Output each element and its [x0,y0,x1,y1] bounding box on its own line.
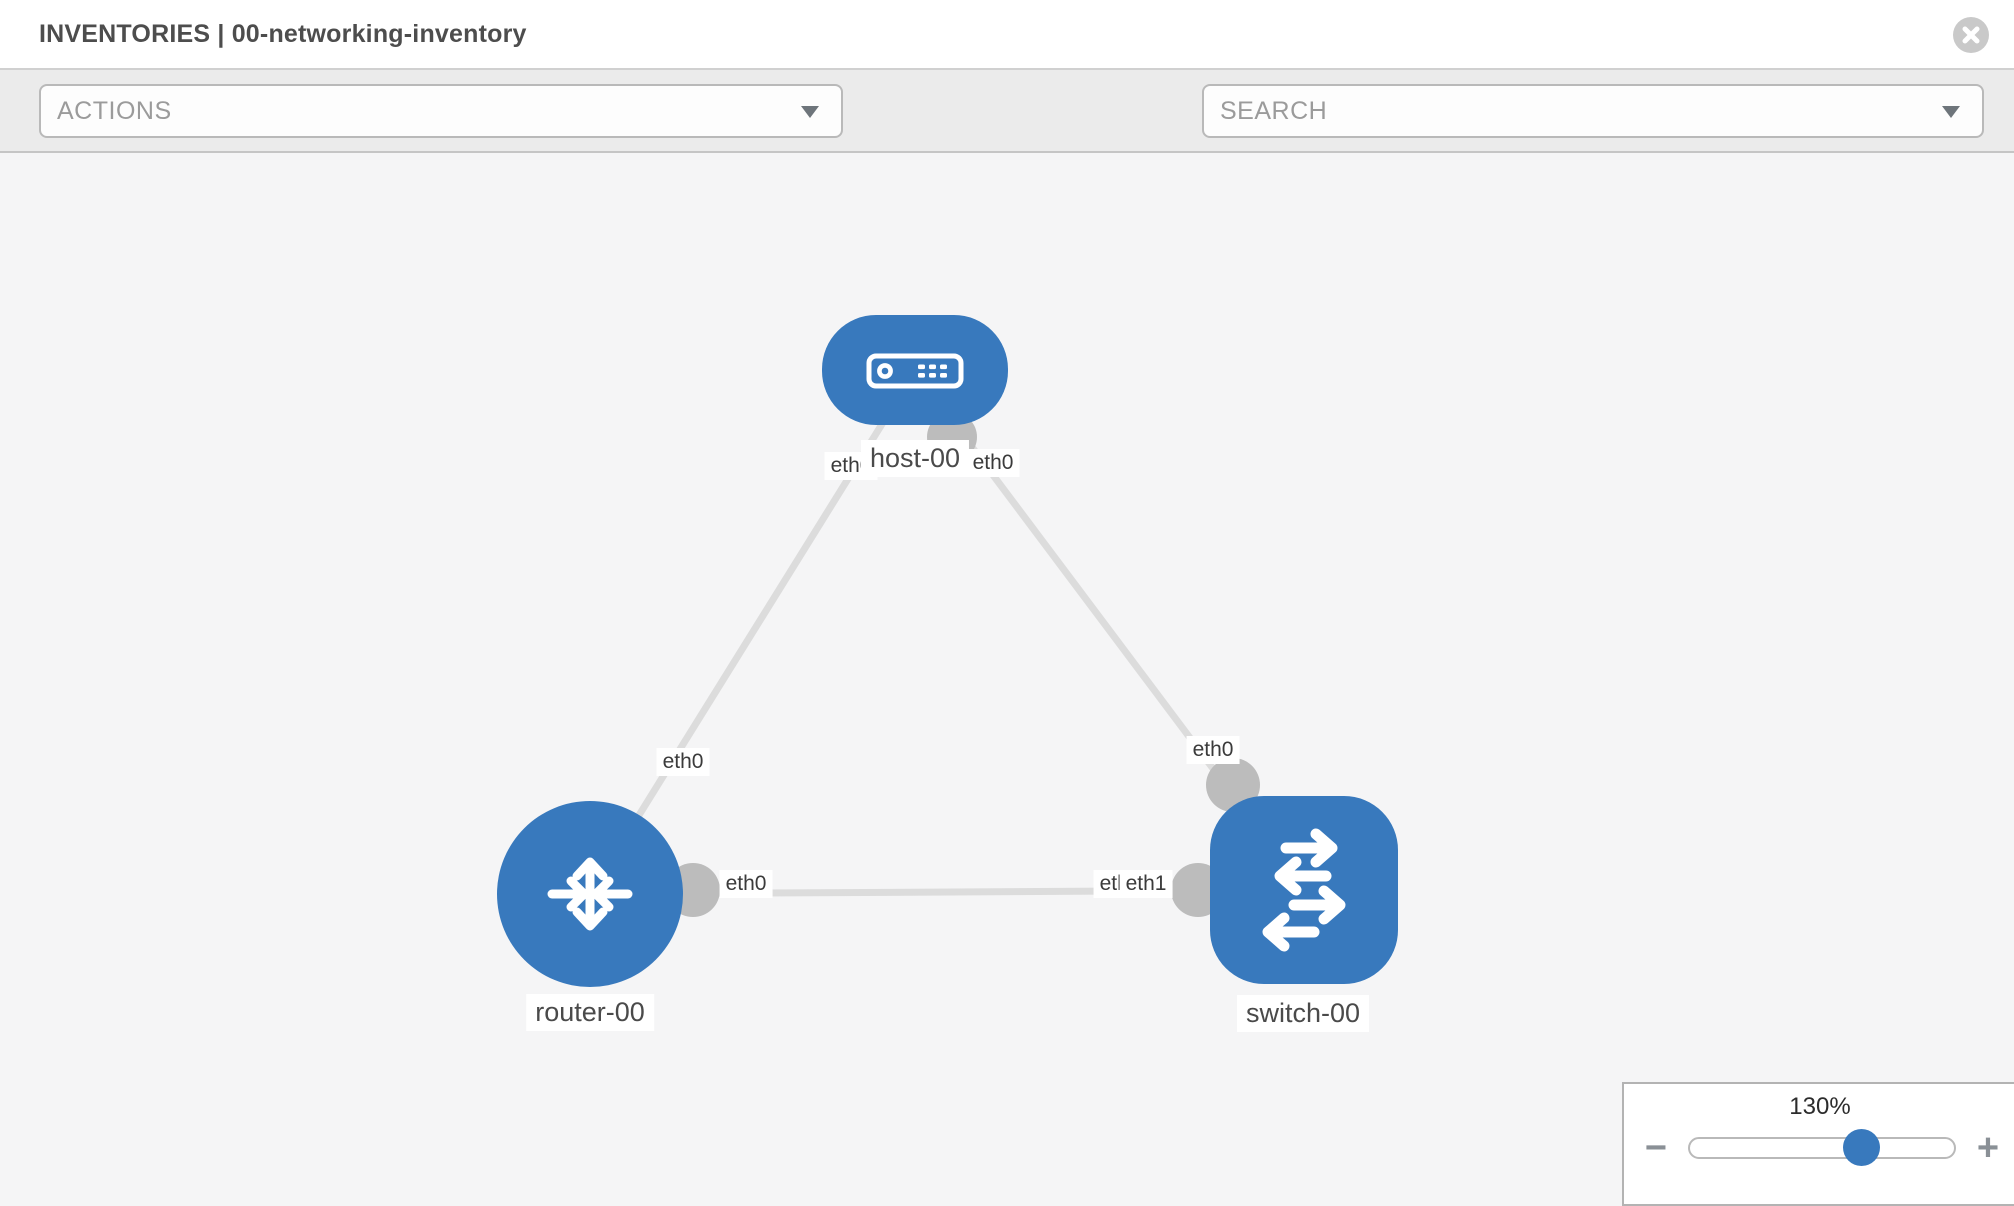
zoom-slider-thumb[interactable] [1843,1129,1880,1166]
node-switch[interactable] [1210,796,1398,984]
switch-icon [1262,828,1346,952]
actions-dropdown[interactable] [39,84,843,138]
host-icon [866,353,964,389]
toolbar [0,70,2014,201]
node-host[interactable] [822,315,1008,425]
zoom-row: − + [1624,1128,2014,1168]
topology-svg [497,315,1398,987]
zoom-panel: 130% − + [1622,1082,2014,1206]
panel-header: INVENTORIES | 00-networking-inventory [0,0,2014,70]
zoom-level-text: 130% [1789,1093,1851,1120]
node-label-host: host-00 [860,440,970,477]
chevron-down-icon [1942,106,1960,118]
iface-label-host-right: eth0 [966,449,1020,477]
node-label-switch: switch-00 [1236,995,1370,1032]
node-router[interactable] [497,801,683,987]
iface-label-router-top: eth0 [656,748,710,776]
search-dropdown[interactable] [1202,84,1984,138]
router-icon [547,857,633,931]
topology-canvas[interactable]: host-00 router-00 switch-00 eth0 eth0 et… [0,153,2014,1200]
port-switch-topleft [1206,758,1260,812]
zoom-in-button[interactable]: + [1976,1127,2000,1169]
zoom-out-button[interactable]: − [1644,1127,1668,1169]
page-title: INVENTORIES | 00-networking-inventory [39,20,527,48]
actions-input[interactable] [41,86,841,136]
zoom-slider-track[interactable] [1688,1129,1956,1166]
iface-label-switch-front: eth1 [1119,870,1173,898]
chevron-down-icon [801,106,819,118]
iface-label-switch-top: eth0 [1186,736,1240,764]
iface-label-router-right: eth0 [719,870,773,898]
node-label-router: router-00 [526,994,654,1031]
search-input[interactable] [1204,86,1982,136]
close-button[interactable] [1953,17,1989,53]
interface-ports [666,412,1260,917]
close-icon [1962,26,1980,44]
